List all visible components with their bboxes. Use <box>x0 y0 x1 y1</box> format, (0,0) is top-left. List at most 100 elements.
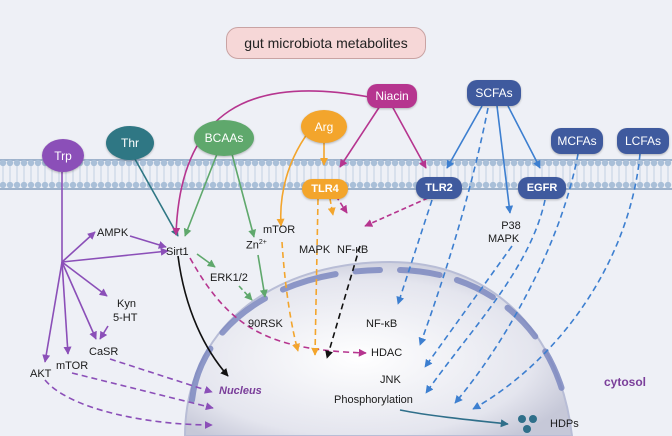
lipid-head <box>622 159 630 167</box>
mapk-label: MAPK <box>299 244 331 256</box>
lipid-head <box>104 181 112 189</box>
lipid-head <box>650 181 658 189</box>
niacin-pathway-arrows <box>172 90 429 357</box>
lipid-head <box>188 181 196 189</box>
lipid-head <box>370 159 378 167</box>
lipid-head <box>594 159 602 167</box>
erk-label: ERK1/2 <box>210 272 248 284</box>
lipid-head <box>237 159 245 167</box>
lipid-head <box>496 181 504 189</box>
lipid-head <box>55 181 63 189</box>
lipid-head <box>41 181 49 189</box>
lipid-head <box>573 159 581 167</box>
hdps-label: HDPs <box>550 418 579 430</box>
arg-pathway-arrows <box>276 129 336 356</box>
phosphorylation-label: Phosphorylation <box>334 394 413 406</box>
lipid-head <box>27 181 35 189</box>
lipid-head <box>398 181 406 189</box>
tlr2-label: TLR2 <box>425 182 453 194</box>
lipid-head <box>104 159 112 167</box>
lipid-head <box>223 181 231 189</box>
lipid-head <box>356 159 364 167</box>
lipid-head <box>132 181 140 189</box>
lipid-head <box>664 181 672 189</box>
lipid-head <box>216 181 224 189</box>
lipid-head <box>0 181 7 189</box>
niacin-node: Niacin <box>367 84 417 108</box>
lipid-head <box>587 159 595 167</box>
lipid-head <box>412 159 420 167</box>
lipid-head <box>195 159 203 167</box>
lipid-head <box>286 181 294 189</box>
hdac-label: HDAC <box>371 347 403 359</box>
casr-label: CaSR <box>89 346 119 358</box>
lipid-head <box>300 159 308 167</box>
thr-label: Thr <box>121 136 139 150</box>
lipid-head <box>314 159 322 167</box>
lipid-head <box>272 181 280 189</box>
lipid-head <box>657 181 665 189</box>
lipid-head <box>0 159 7 167</box>
lipid-head <box>153 159 161 167</box>
lipid-head <box>97 181 105 189</box>
lipid-head <box>384 159 392 167</box>
lipid-head <box>83 181 91 189</box>
p38-mapk-label: MAPK <box>488 233 520 245</box>
lipid-head <box>391 159 399 167</box>
lipid-head <box>349 181 357 189</box>
lipid-head <box>265 159 273 167</box>
hdps-arrow <box>399 409 509 428</box>
lipid-head <box>475 181 483 189</box>
kyn-label: Kyn <box>117 298 136 310</box>
lipid-head <box>643 181 651 189</box>
lipid-head <box>454 159 462 167</box>
lipid-head <box>13 159 21 167</box>
lipid-head <box>251 181 259 189</box>
lipid-head <box>510 181 518 189</box>
lipid-head <box>601 159 609 167</box>
lipid-head <box>139 181 147 189</box>
bcaas-label: BCAAs <box>204 131 244 145</box>
lipid-head <box>34 159 42 167</box>
lipid-head <box>657 159 665 167</box>
lipid-head <box>125 159 133 167</box>
lipid-head <box>475 159 483 167</box>
lipid-head <box>552 159 560 167</box>
lipid-head <box>279 159 287 167</box>
lipid-head <box>636 181 644 189</box>
lipid-head <box>181 159 189 167</box>
lipid-head <box>643 159 651 167</box>
nucleus <box>183 260 574 436</box>
lipid-head <box>167 159 175 167</box>
lipid-head <box>636 159 644 167</box>
5ht-label: 5-HT <box>113 312 138 324</box>
lipid-head <box>524 159 532 167</box>
lipid-head <box>503 159 511 167</box>
sirt1-to-nucleus-arrow <box>177 255 229 377</box>
mtor-mid-label: mTOR <box>263 224 296 236</box>
egfr-receptor: EGFR <box>518 177 566 199</box>
akt-label: AKT <box>30 368 52 380</box>
lipid-head <box>69 181 77 189</box>
mcfas-node: MCFAs <box>551 128 603 154</box>
lipid-head <box>328 159 336 167</box>
lipid-head <box>363 159 371 167</box>
lipid-head <box>146 159 154 167</box>
lipid-head <box>545 159 553 167</box>
lipid-head <box>160 159 168 167</box>
lipid-head <box>111 159 119 167</box>
ampk-label: AMPK <box>97 227 129 239</box>
lipid-head <box>650 159 658 167</box>
lipid-head <box>608 159 616 167</box>
lipid-head <box>251 159 259 167</box>
lipid-head <box>377 159 385 167</box>
tlr4-receptor: TLR4 <box>302 179 348 199</box>
lipid-head <box>405 181 413 189</box>
lipid-head <box>440 159 448 167</box>
lipid-head <box>160 181 168 189</box>
lipid-head <box>580 159 588 167</box>
lipid-head <box>48 181 56 189</box>
lipid-head <box>34 181 42 189</box>
lipid-head <box>363 181 371 189</box>
